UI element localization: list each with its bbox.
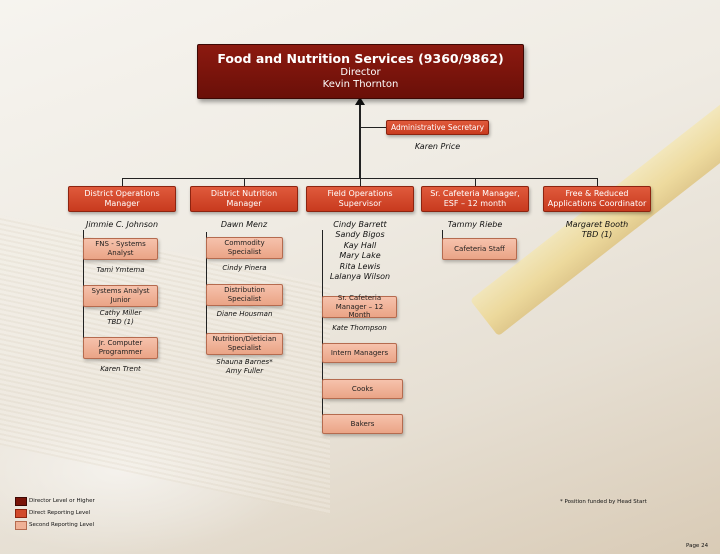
legend-label-second: Second Reporting Level: [29, 522, 94, 528]
legend-swatch-direct: [15, 509, 27, 518]
connector-field: [360, 178, 361, 186]
sub-box-jr-computer-programmer: Jr. Computer Programmer: [83, 337, 158, 359]
sub-names-systems-analyst-junior: Cathy Miller TBD (1): [99, 309, 142, 327]
manager-name-nutrition: Dawn Menz: [220, 220, 268, 229]
sub-box-cafeteria-staff: Cafeteria Staff: [442, 238, 517, 260]
connector-ops: [122, 178, 123, 186]
department-title: Food and Nutrition Services (9360/9862): [217, 51, 504, 67]
sub-box-systems-analyst-junior: Systems Analyst Junior: [83, 285, 158, 307]
connector-arrowhead: [355, 97, 365, 105]
manager-box-district-operations: District Operations Manager: [68, 186, 176, 212]
admin-secretary-name: Karen Price: [414, 142, 461, 151]
sub-name-sr-cafeteria-12-month: Kate Thompson: [332, 324, 387, 332]
director-name: Kevin Thornton: [322, 79, 399, 91]
sub-box-sr-cafeteria-12-month: Sr. Cafeteria Manager – 12 Month: [322, 294, 397, 319]
connector-free-reduced: [597, 178, 598, 186]
manager-box-district-nutrition: District Nutrition Manager: [190, 186, 298, 212]
connector-esf: [475, 178, 476, 186]
sub-box-nutrition-dietician: Nutrition/Dietician Specialist: [206, 333, 283, 355]
footnote: * Position funded by Head Start: [560, 499, 647, 505]
manager-name-esf: Tammy Riebe: [447, 220, 503, 229]
legend-swatch-second: [15, 521, 27, 530]
admin-secretary-label: Administrative Secretary: [390, 122, 485, 132]
sub-name-jr-computer-programmer: Karen Trent: [100, 365, 141, 373]
sub-box-cooks: Cooks: [322, 379, 403, 399]
manager-box-sr-cafeteria-esf: Sr. Cafeteria Manager, ESF – 12 month: [421, 186, 529, 212]
connector-field-sub: [322, 230, 323, 424]
legend-swatch-director: [15, 497, 27, 506]
director-box: Food and Nutrition Services (9360/9862) …: [197, 44, 524, 99]
manager-box-field-operations: Field Operations Supervisor: [306, 186, 414, 212]
sub-names-nutrition-dietician: Shauna Barnes* Amy Fuller: [216, 358, 273, 376]
legend-label-direct: Direct Reporting Level: [29, 510, 91, 516]
sub-box-distribution-specialist: Distribution Specialist: [206, 284, 283, 306]
sub-box-intern-managers: Intern Managers: [322, 343, 397, 363]
legend-label-director: Director Level or Higher: [29, 498, 95, 504]
sub-name-commodity-specialist: Cindy Pinera: [222, 264, 267, 272]
manager-names-free-reduced: Margaret Booth TBD (1): [565, 220, 629, 240]
sub-box-commodity-specialist: Commodity Specialist: [206, 237, 283, 259]
manager-names-field: Cindy Barrett Sandy Bigos Kay Hall Mary …: [329, 220, 391, 281]
connector-nutrition: [244, 178, 245, 186]
sub-name-distribution-specialist: Diane Housman: [216, 310, 273, 318]
connector-director-to-managers: [359, 99, 361, 178]
admin-secretary-box: Administrative Secretary: [386, 120, 489, 135]
director-title: Director: [340, 66, 381, 78]
page-number: Page 24: [686, 543, 709, 549]
sub-box-bakers: Bakers: [322, 414, 403, 434]
sub-name-fns-systems-analyst: Tami Ymtema: [96, 266, 145, 274]
connector-admin: [360, 127, 386, 128]
manager-name-ops: Jimmie C. Johnson: [85, 220, 159, 229]
manager-box-free-reduced: Free & Reduced Applications Coordinator: [543, 186, 651, 212]
sub-box-fns-systems-analyst: FNS - Systems Analyst: [83, 238, 158, 260]
